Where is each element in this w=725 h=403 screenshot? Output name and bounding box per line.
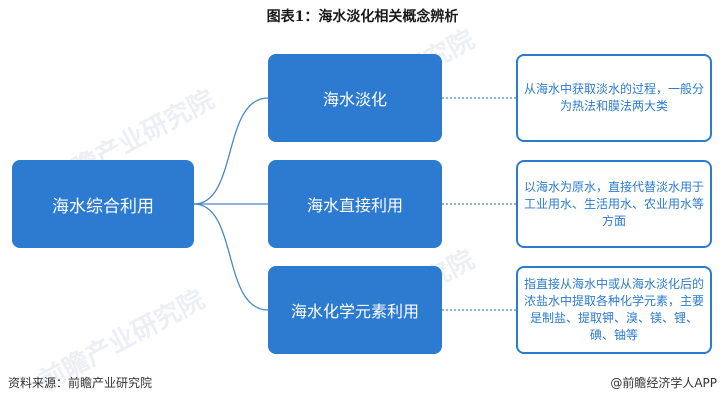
branch-node-label: 海水直接利用 bbox=[306, 196, 403, 215]
description-text: 从海水中获取淡水的过程，一般分为热法和膜法两大类 bbox=[524, 82, 705, 113]
description-text: 指直接从海水中或从海水淡化后的浓盐水中提取各种化学元素，主要是制盐、提取钾、溴、… bbox=[524, 277, 705, 342]
branch-node-desalination: 海水淡化 bbox=[268, 54, 442, 142]
branch-node-chemical-elements: 海水化学元素利用 bbox=[268, 266, 442, 354]
description-chemical-elements: 指直接从海水中或从海水淡化后的浓盐水中提取各种化学元素，主要是制盐、提取钾、溴、… bbox=[516, 266, 712, 354]
description-desalination: 从海水中获取淡水的过程，一般分为热法和膜法两大类 bbox=[516, 54, 712, 142]
branch-node-label: 海水化学元素利用 bbox=[290, 302, 419, 321]
brand-credit: @前瞻经济学人APP bbox=[610, 376, 717, 390]
root-node-label: 海水综合利用 bbox=[52, 196, 154, 217]
connector-root-to-branch-3 bbox=[193, 203, 269, 311]
description-direct-use: 以海水为原水，直接代替淡水用于工业用水、生活用水、农业用水等方面 bbox=[516, 160, 712, 248]
source-note: 资料来源：前瞻产业研究院 bbox=[8, 376, 153, 390]
description-text: 以海水为原水，直接代替淡水用于工业用水、生活用水、农业用水等方面 bbox=[524, 179, 705, 228]
branch-node-direct-use: 海水直接利用 bbox=[268, 160, 442, 248]
branch-node-label: 海水淡化 bbox=[322, 90, 387, 109]
root-node: 海水综合利用 bbox=[12, 160, 194, 248]
connector-root-to-branch-1 bbox=[193, 97, 269, 205]
diagram-title: 图表1：海水淡化相关概念辨析 bbox=[266, 9, 459, 25]
